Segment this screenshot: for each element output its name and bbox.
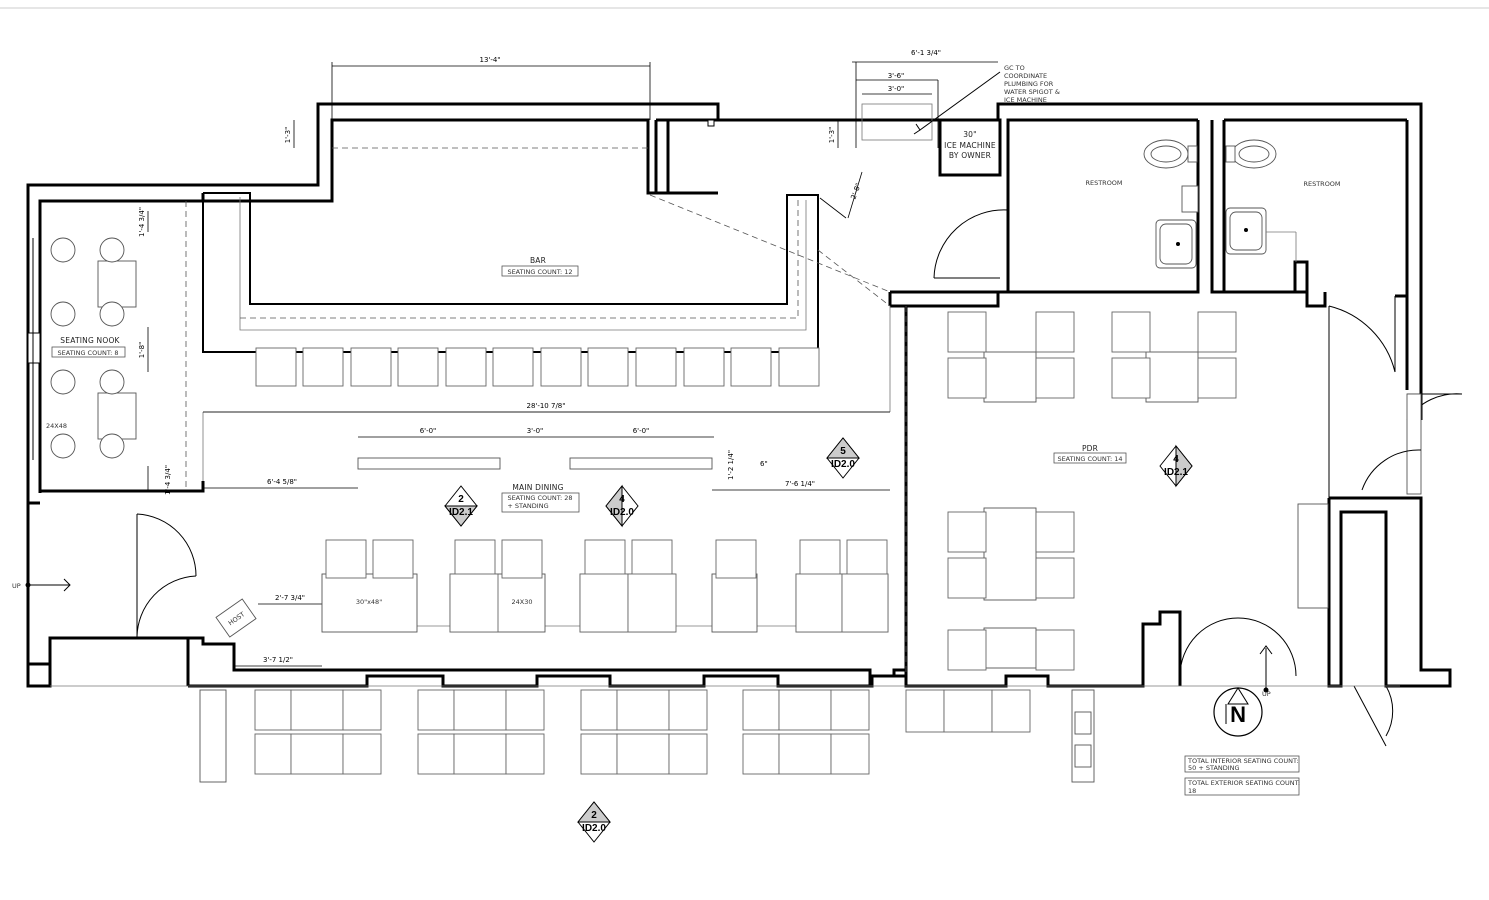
dim-bench-depth: 6" [760, 460, 768, 468]
section-tag-num: 4 [1173, 454, 1179, 465]
bar-counter [202, 147, 819, 353]
dining-chairs [325, 539, 889, 633]
dim-bar-length: 13'-4" [479, 56, 500, 64]
exterior-seating [50, 685, 1400, 783]
dim-nook-mid: 1'-8" [138, 342, 146, 359]
dim-main-width: 28'-10 7/8" [527, 402, 566, 410]
restroom-2-name: RESTROOM [1303, 180, 1340, 188]
seating-nook: SEATING NOOK SEATING COUNT: 8 24X48 1'-4… [27, 201, 187, 495]
pdr-name: PDR [1082, 444, 1098, 453]
seating-totals: TOTAL INTERIOR SEATING COUNT: 50 + STAND… [1184, 755, 1300, 796]
section-tag-num: 4 [619, 494, 625, 505]
ice-machine-owner: BY OWNER [949, 151, 991, 160]
dim-riser-left: 1'-3" [284, 127, 292, 144]
stair-up-right: UP [1262, 690, 1271, 698]
gc-note-3: PLUMBING FOR [1004, 80, 1054, 88]
bar-name: BAR [530, 256, 546, 265]
total-exterior-value: 18 [1188, 787, 1196, 795]
pdr-seating-count: SEATING COUNT: 14 [1057, 455, 1122, 463]
pdr: PDR SEATING COUNT: 14 UP [905, 296, 1463, 747]
restroom-1-name: RESTROOM [1085, 179, 1122, 187]
dim-host-2: 3'-7 1/2" [263, 656, 293, 664]
section-tag-ref: ID2.1 [1164, 467, 1188, 478]
gc-note-2: COORDINATE [1004, 72, 1047, 80]
dim-bench-right: 6'-0" [633, 427, 650, 435]
top-dimensions: 13'-4" 1'-3" 1'-3" 6'-1 3/4" 3'-6" 3'-0"… [284, 49, 1060, 219]
main-dining-standing: + STANDING [507, 502, 548, 510]
main-dining-name: MAIN DINING [512, 483, 563, 492]
dim-top-right-3: 3'-0" [888, 85, 905, 93]
gc-note-5: ICE MACHINE [1004, 96, 1047, 104]
section-tag-2-bottom: 2 ID2.0 [576, 801, 612, 843]
pdr-chairs [947, 311, 1237, 671]
dim-right-offset: 7'-6 1/4" [785, 480, 815, 488]
nook-table-size: 24X48 [46, 422, 67, 430]
gc-note-4: WATER SPIGOT & [1004, 88, 1060, 96]
dim-diagonal: 2'-8" [850, 182, 863, 200]
section-tag-4-right: 4 ID2.1 [1159, 444, 1193, 488]
north-label: N [1230, 702, 1246, 727]
section-tag-num: 2 [458, 494, 464, 505]
restrooms: RESTROOM RESTROOM 30" ICE MACHINE BY OWN… [933, 130, 1341, 279]
nook-name: SEATING NOOK [60, 336, 120, 345]
sight-line [817, 249, 891, 307]
dining-table-size-1: 30"x48" [356, 598, 382, 606]
dim-bench-small: 1'-2 1/4" [727, 450, 735, 480]
host-stand: HOST [215, 598, 257, 638]
section-tag-ref: ID2.0 [582, 823, 606, 834]
gc-note-1: GC TO [1004, 64, 1025, 72]
section-tag-ref: ID2.0 [610, 507, 634, 518]
section-tag-4-center: 4 ID2.0 [605, 484, 639, 528]
stair-up-left: UP [12, 582, 21, 590]
dim-bench-left: 6'-0" [420, 427, 437, 435]
dim-bench-gap: 3'-0" [527, 427, 544, 435]
entry: UP HOST 2'-7 3/4" 3'-7 1/2" [12, 513, 322, 688]
total-exterior-label: TOTAL EXTERIOR SEATING COUNT: [1187, 779, 1300, 787]
sight-line [649, 194, 891, 293]
section-tag-ref: ID2.0 [831, 459, 855, 470]
dim-top-right-1: 6'-1 3/4" [911, 49, 941, 57]
section-tag-ref: ID2.1 [449, 507, 473, 518]
ice-machine-size: 30" [963, 130, 977, 139]
dim-left-offset: 6'-4 5/8" [267, 478, 297, 486]
dim-riser-right: 1'-3" [828, 127, 836, 144]
bar-stools [255, 347, 820, 387]
dim-host-1: 2'-7 3/4" [275, 594, 305, 602]
dim-nook-bottom: 1'-4 3/4" [164, 465, 172, 495]
bar-label: BAR SEATING COUNT: 12 [501, 256, 579, 277]
north-arrow-icon: N [1213, 687, 1263, 737]
section-tag-2-left: 2 ID2.1 [443, 485, 479, 527]
section-tag-num: 5 [840, 446, 846, 457]
section-tag-num: 2 [591, 810, 597, 821]
dim-nook-top: 1'-4 3/4" [138, 207, 146, 237]
main-dining-count: SEATING COUNT: 28 [507, 494, 572, 502]
nook-seating-count: SEATING COUNT: 8 [58, 349, 119, 357]
total-interior-label: TOTAL INTERIOR SEATING COUNT: [1187, 757, 1298, 765]
bar-seating-count: SEATING COUNT: 12 [507, 268, 572, 276]
dining-table-size-2: 24X30 [512, 598, 533, 606]
dim-top-right-2: 3'-6" [888, 72, 905, 80]
ice-machine-name: ICE MACHINE [944, 141, 996, 150]
total-interior-value: 50 + STANDING [1188, 764, 1240, 772]
section-tag-5: 5 ID2.0 [825, 437, 861, 479]
exterior-chairs [254, 689, 1031, 775]
